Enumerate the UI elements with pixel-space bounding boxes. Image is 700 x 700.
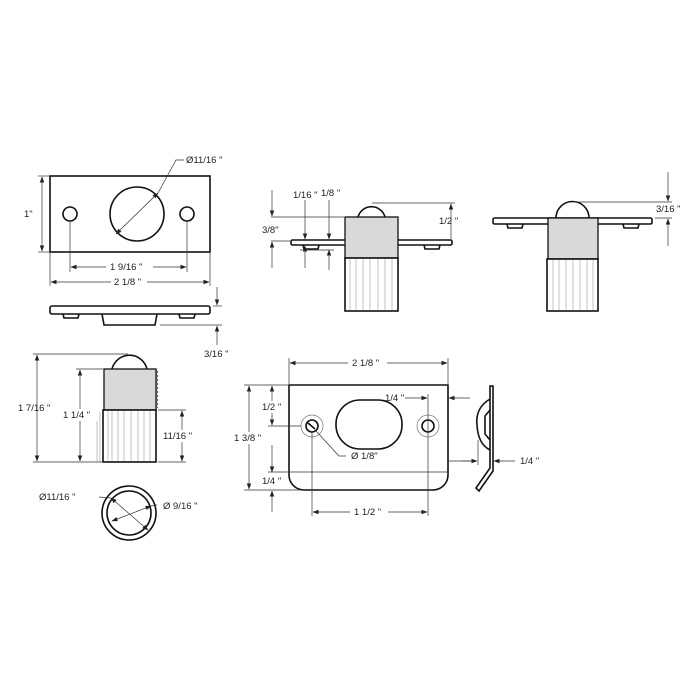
dim-plate-height: 1": [24, 209, 33, 220]
dim-hole-diameter: Ø11/16 ": [186, 155, 222, 166]
dim-outer-diameter: Ø11/16 ": [39, 492, 75, 503]
dim-boss-depth: 3/16 ": [204, 349, 229, 360]
dim-strike-width: 2 1/8 ": [352, 358, 379, 369]
dim-hole-edge: 1/4 ": [385, 393, 404, 404]
dim-plate-width: 2 1/8 ": [114, 277, 141, 288]
center-hole: [109, 186, 165, 242]
dim-strike-height: 1 3/8 ": [234, 433, 261, 444]
dim-lower-height: 11/16 ": [163, 431, 192, 442]
dim-ball-projection: 1/2 ": [439, 216, 458, 227]
dim-offset: 3/8": [262, 225, 279, 236]
dim-inner-diameter: Ø 9/16 ": [163, 501, 198, 512]
strike-plate-view: 2 1/8 " 1 3/8 " 1/2 " Ø 1/8" 1/4 " 1/4 "…: [232, 358, 474, 518]
latch-opening: [335, 399, 403, 450]
knurled-body: [546, 258, 599, 312]
knurled-body: [102, 409, 157, 463]
dim-hole-spacing: 1 1/2 ": [354, 507, 381, 518]
screw-hole-left: [62, 206, 78, 222]
ball-dome: [357, 205, 386, 218]
plate-outline: [49, 175, 211, 253]
dim-lip: 1/4 ": [262, 476, 281, 487]
dim-boss-height: 1/8 ": [321, 188, 340, 199]
dim-overall-height: 1 7/16 ": [18, 403, 50, 414]
dim-top-to-hole: 1/2 ": [262, 402, 281, 413]
knurl-lines: [96, 411, 151, 462]
dim-plate-thickness: 1/16 ": [293, 190, 318, 201]
threaded-body: [547, 217, 599, 260]
dim-profile-depth: 1/4 ": [520, 456, 539, 467]
dim-hole-spacing: 1 9/16 ": [110, 262, 142, 273]
strike-profile-view: 1/4 ": [462, 385, 539, 493]
strike-outline: [288, 384, 449, 491]
top-view-plate: Ø11/16 " 1" 1 9/16 " 2 1/8 ": [24, 155, 222, 288]
threaded-body: [344, 216, 399, 259]
dim-screw-hole: Ø 1/8": [351, 451, 378, 462]
assembly-middle-view: 1/16 " 1/8 " 3/8" 1/2 ": [262, 188, 458, 312]
plunger-side-view: 1 7/16 " 1 1/4 " 11/16 ": [18, 353, 198, 463]
knurled-body: [344, 257, 399, 312]
threaded-body: [103, 368, 157, 411]
dim-body-height: 1 1/4 ": [63, 410, 90, 421]
plunger-end-view: Ø11/16 " Ø 9/16 ": [39, 485, 198, 541]
outer-circle: [101, 485, 157, 541]
inner-circle: [106, 490, 152, 536]
dim-ball-projection-right: 3/16 ": [656, 204, 681, 215]
assembly-right-view: 3/16 ": [492, 172, 681, 312]
ball-dome: [111, 354, 148, 370]
side-view-plate: 3/16 ": [49, 287, 229, 360]
screw-hole-right: [179, 206, 195, 222]
ball-dome: [555, 200, 590, 219]
